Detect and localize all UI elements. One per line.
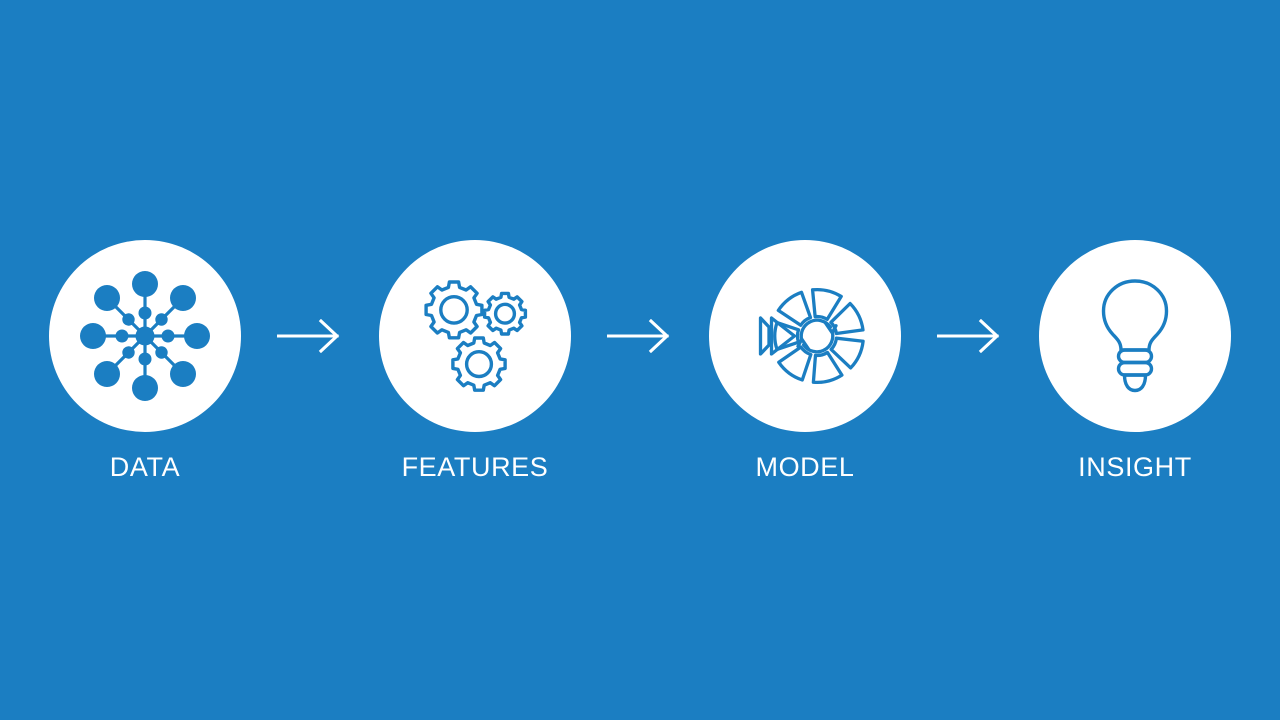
flow-step-data[interactable]: DATA	[29, 239, 261, 482]
flow-connector-features-to-model	[591, 240, 689, 432]
flow-connector-model-to-insight	[921, 240, 1019, 432]
step-label-features: FEATURES	[401, 451, 549, 482]
step-label-model: MODEL	[755, 451, 855, 482]
flow-connector-data-to-features	[261, 240, 359, 432]
lightbulb-icon	[1101, 278, 1169, 392]
flow-step-model[interactable]: MODEL	[689, 239, 921, 482]
step-label-data: DATA	[109, 451, 181, 482]
step-icon-disc-insight	[1039, 239, 1231, 432]
arrow-right-icon	[607, 318, 670, 353]
step-label-insight: INSIGHT	[1078, 451, 1192, 482]
step-icon-disc-features	[379, 239, 571, 432]
arrow-right-icon	[277, 318, 340, 353]
arrow-right-icon	[937, 318, 1000, 353]
model-pipeline-icon	[758, 287, 865, 384]
flow-step-insight[interactable]: INSIGHT	[1019, 239, 1251, 482]
network-nodes-icon	[80, 270, 210, 401]
step-icon-disc-model	[709, 239, 901, 432]
step-icon-disc-data	[49, 239, 241, 432]
flow-step-features[interactable]: FEATURES	[359, 239, 591, 482]
gears-icon	[424, 279, 528, 392]
